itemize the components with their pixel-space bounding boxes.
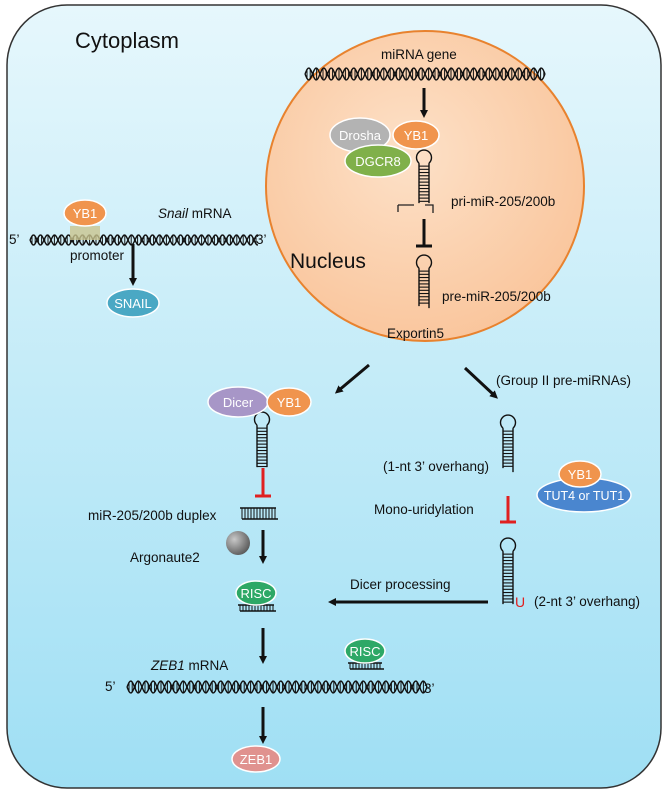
- dgcr8-protein: [344, 144, 412, 178]
- snail-mrna-label: Snail mRNA: [158, 206, 232, 221]
- snail-three-prime: 3’: [256, 232, 267, 247]
- promoter-label: promoter: [70, 248, 125, 263]
- snail-mrna-strand: [29, 234, 258, 246]
- uridine-label: U: [515, 594, 525, 610]
- pri-mirna-hairpin: [415, 149, 433, 204]
- inhibit-pri-to-pre: [416, 219, 432, 248]
- inhibit-dicer-processing: [255, 468, 271, 498]
- overhang2-label: (2-nt 3’ overhang): [534, 594, 641, 609]
- exportin5-label: Exportin5: [387, 326, 445, 341]
- yb1-nucleus-protein: [392, 120, 440, 150]
- pre-mirna-hairpin: [415, 254, 433, 309]
- snail-five-prime: 5’: [9, 232, 20, 247]
- tut-label: TUT4 or TUT1: [544, 489, 624, 503]
- yb1-tut-protein: [558, 460, 602, 488]
- snail-protein: [106, 288, 160, 318]
- zeb1-mrna-strand: [126, 680, 428, 694]
- arrow-to-group2-branch: [463, 366, 498, 399]
- drosha-label: Drosha: [339, 128, 382, 143]
- nucleus-compartment: [265, 30, 585, 342]
- risc-complex: [235, 580, 277, 606]
- mirna-gene-dna: [304, 67, 546, 81]
- zeb1-protein: [231, 745, 281, 773]
- cytoplasm-label: Cytoplasm: [75, 28, 179, 53]
- risc-bound-complex: [344, 638, 386, 664]
- promoter-region: [70, 226, 100, 240]
- argonaute2-label: Argonaute2: [130, 550, 200, 565]
- mirna-gene-label: miRNA gene: [381, 47, 457, 62]
- dicer-bound-hairpin: [253, 411, 271, 468]
- yb1-dicer-label: YB1: [277, 395, 302, 410]
- yb1-nucleus-label: YB1: [404, 128, 429, 143]
- duplex-label: miR-205/200b duplex: [88, 508, 217, 523]
- dgcr8-label: DGCR8: [355, 154, 401, 169]
- dicer-processing-label: Dicer processing: [350, 577, 451, 592]
- zeb1-mrna-label: ZEB1 mRNA: [151, 658, 229, 673]
- mirna-duplex: [240, 507, 278, 520]
- yb1-snail-protein: [63, 199, 107, 227]
- pre-mirna-label: pre-miR-205/200b: [442, 289, 551, 304]
- risc-label: RISC: [240, 586, 271, 601]
- inhibit-mono-uridylation: [500, 496, 516, 524]
- snail-protein-label: SNAIL: [114, 296, 152, 311]
- zeb1-protein-label: ZEB1: [240, 752, 273, 767]
- group2-hairpin: [499, 414, 517, 473]
- zeb1-three-prime: 3’: [424, 681, 435, 696]
- argonaute2-protein: [226, 531, 250, 555]
- pri-mirna-flank: [397, 204, 434, 213]
- dicer-label: Dicer: [223, 395, 254, 410]
- zeb1-five-prime: 5’: [105, 679, 116, 694]
- uridylated-hairpin: [499, 537, 517, 605]
- overhang1-label: (1-nt 3’ overhang): [383, 459, 490, 474]
- risc-duplex: [238, 604, 276, 612]
- mono-uridylation-label: Mono-uridylation: [374, 502, 474, 517]
- group2-label: (Group II pre-miRNAs): [496, 373, 632, 388]
- nucleus-label: Nucleus: [290, 250, 366, 273]
- yb1-snail-label: YB1: [73, 206, 98, 221]
- yb1-dicer-protein: [266, 387, 312, 417]
- pri-mirna-label: pri-miR-205/200b: [451, 194, 556, 209]
- risc-bound-label: RISC: [349, 644, 380, 659]
- yb1-tut-label: YB1: [568, 467, 593, 482]
- arrow-to-dicer-branch: [334, 363, 370, 394]
